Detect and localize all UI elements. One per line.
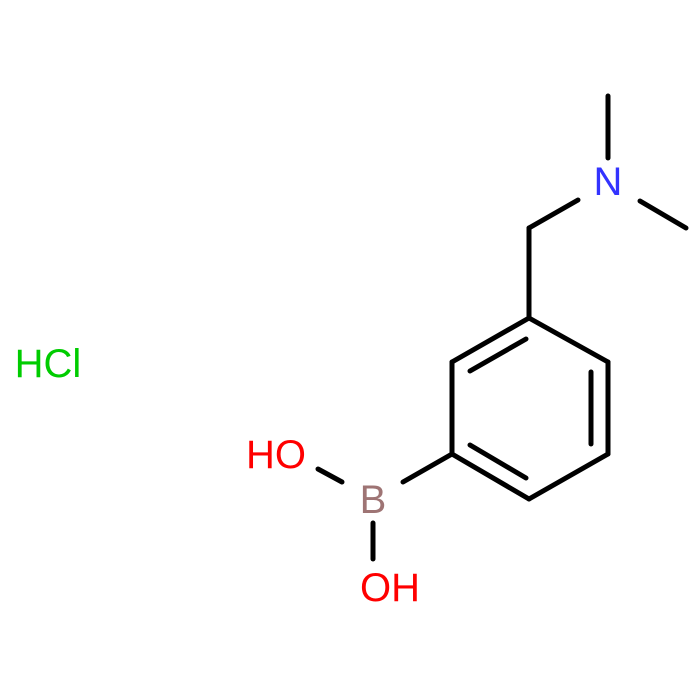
ring-bond-bottom-right bbox=[526, 451, 611, 502]
boron-to-oh-top-bond bbox=[315, 466, 345, 485]
ring-bond-top-left-inner bbox=[467, 336, 529, 374]
nitrogen-label: N bbox=[594, 160, 623, 204]
n-to-methyl-right-bond bbox=[637, 198, 689, 231]
boron-label: B bbox=[360, 478, 387, 522]
ring-to-boron-bond bbox=[400, 451, 455, 485]
ch2-to-n-bond bbox=[526, 197, 581, 231]
ring-bond-bottom-left-inner bbox=[467, 442, 529, 481]
hydroxyl-bottom-label: OH bbox=[360, 566, 420, 610]
ring-bond-top-right bbox=[526, 315, 611, 365]
ring-bond-top-left bbox=[449, 315, 532, 365]
ring-bond-bottom-left bbox=[449, 451, 532, 502]
hydroxyl-top-label: HO bbox=[246, 433, 306, 477]
hcl-label: HCl bbox=[15, 342, 82, 386]
